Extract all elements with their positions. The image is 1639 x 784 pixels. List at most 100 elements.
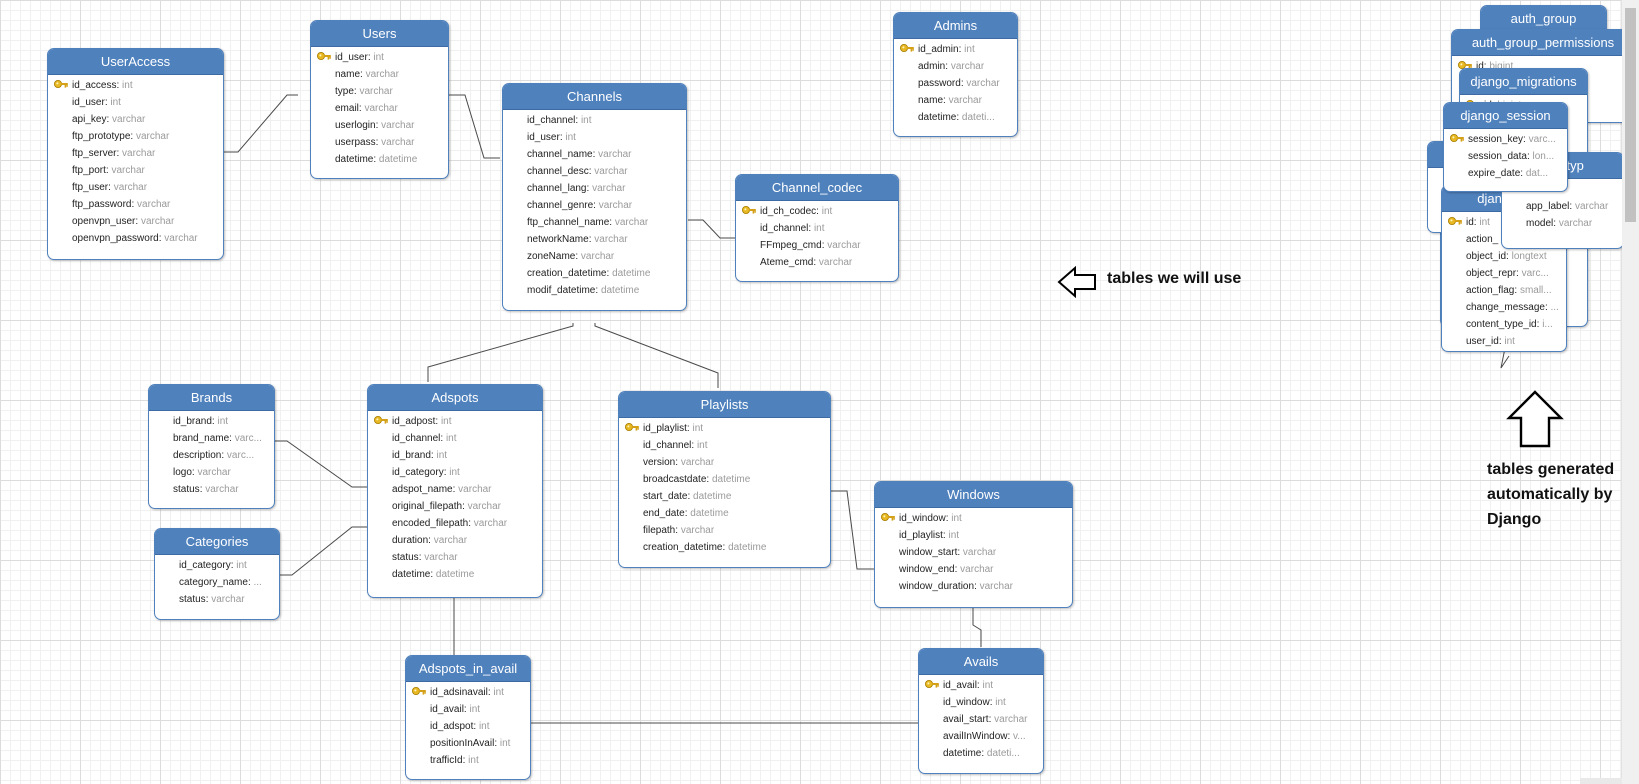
field-row[interactable]: name: varchar — [894, 92, 1017, 109]
field-row[interactable]: content_type_id: i... — [1442, 316, 1566, 333]
field-row[interactable]: id_avail: int — [406, 701, 530, 718]
field-row[interactable]: openvpn_user: varchar — [48, 213, 223, 230]
field-row[interactable]: datetime: dateti... — [894, 109, 1017, 126]
field-row[interactable]: positionInAvail: int — [406, 735, 530, 752]
field-row[interactable]: ftp_user: varchar — [48, 179, 223, 196]
field-row[interactable]: id_user: int — [48, 94, 223, 111]
field-row[interactable]: duration: varchar — [368, 532, 542, 549]
field-row[interactable]: id_playlist: int — [619, 420, 830, 437]
field-row[interactable]: window_end: varchar — [875, 561, 1072, 578]
field-row[interactable]: action_flag: small... — [1442, 282, 1566, 299]
field-row[interactable]: availInWindow: v... — [919, 728, 1043, 745]
field-row[interactable]: id_adsinavail: int — [406, 684, 530, 701]
field-row[interactable]: ftp_server: varchar — [48, 145, 223, 162]
field-row[interactable]: change_message: ... — [1442, 299, 1566, 316]
field-row[interactable]: object_repr: varc... — [1442, 265, 1566, 282]
field-row[interactable]: version: varchar — [619, 454, 830, 471]
field-row[interactable]: userlogin: varchar — [311, 117, 448, 134]
field-row[interactable]: datetime: dateti... — [919, 745, 1043, 762]
field-row[interactable]: id_adpost: int — [368, 413, 542, 430]
field-row[interactable]: channel_name: varchar — [503, 146, 686, 163]
field-row[interactable]: category_name: ... — [155, 574, 279, 591]
field-row[interactable]: id_brand: int — [149, 413, 274, 430]
field-row[interactable]: id_user: int — [311, 49, 448, 66]
field-row[interactable]: status: varchar — [368, 549, 542, 566]
field-row[interactable]: session_data: lon... — [1444, 148, 1567, 165]
field-row[interactable]: channel_desc: varchar — [503, 163, 686, 180]
field-row[interactable]: id_channel: int — [368, 430, 542, 447]
field-row[interactable]: id: int — [1442, 214, 1566, 231]
scrollbar-thumb[interactable] — [1625, 8, 1636, 222]
field-row[interactable]: channel_lang: varchar — [503, 180, 686, 197]
field-row[interactable]: id_user: int — [503, 129, 686, 146]
field-row[interactable]: original_filepath: varchar — [368, 498, 542, 515]
field-row[interactable]: description: varc... — [149, 447, 274, 464]
field-row[interactable]: ftp_port: varchar — [48, 162, 223, 179]
field-row[interactable]: avail_start: varchar — [919, 711, 1043, 728]
field-row[interactable]: email: varchar — [311, 100, 448, 117]
field-row[interactable]: id_category: int — [155, 557, 279, 574]
field-row[interactable]: id_ch_codec: int — [736, 203, 898, 220]
field-row[interactable]: datetime: datetime — [368, 566, 542, 583]
field-row[interactable]: id_access: int — [48, 77, 223, 94]
field-row[interactable]: session_key: varc... — [1444, 131, 1567, 148]
field-row[interactable]: status: varchar — [155, 591, 279, 608]
field-row[interactable]: userpass: varchar — [311, 134, 448, 151]
field-row[interactable]: name: varchar — [311, 66, 448, 83]
field-row[interactable]: admin: varchar — [894, 58, 1017, 75]
field-row[interactable]: object_id: longtext — [1442, 248, 1566, 265]
field-row[interactable]: expire_date: dat... — [1444, 165, 1567, 182]
field-row[interactable]: app_label: varchar — [1502, 198, 1622, 215]
field-row[interactable]: id_adspot: int — [406, 718, 530, 735]
field-row[interactable]: openvpn_password: varchar — [48, 230, 223, 247]
vertical-scrollbar[interactable] — [1621, 0, 1639, 784]
field-row[interactable]: filepath: varchar — [619, 522, 830, 539]
field-row[interactable]: id: bigint — [1452, 58, 1622, 75]
field-row[interactable]: model: varchar — [1502, 215, 1622, 232]
field-row[interactable]: type: varchar — [311, 83, 448, 100]
field-row[interactable]: FFmpeg_cmd: varchar — [736, 237, 898, 254]
field-row[interactable]: start_date: datetime — [619, 488, 830, 505]
field-row[interactable]: networkName: varchar — [503, 231, 686, 248]
field-row[interactable]: id_channel: int — [619, 437, 830, 454]
field-row[interactable]: id_window: int — [919, 694, 1043, 711]
field-row[interactable]: ftp_prototype: varchar — [48, 128, 223, 145]
field-row[interactable]: modif_datetime: datetime — [503, 282, 686, 299]
field-row[interactable]: brand_name: varc... — [149, 430, 274, 447]
field-row[interactable]: Ateme_cmd: varchar — [736, 254, 898, 271]
field-row[interactable]: user_id: int — [1442, 333, 1566, 350]
field-row[interactable]: channel_genre: varchar — [503, 197, 686, 214]
field-row[interactable]: creation_datetime: datetime — [503, 265, 686, 282]
field-row[interactable]: trafficId: int — [406, 752, 530, 769]
field-row[interactable]: creation_datetime: datetime — [619, 539, 830, 556]
field-row[interactable]: adspot_name: varchar — [368, 481, 542, 498]
field-row[interactable]: id_playlist: int — [875, 527, 1072, 544]
field-row[interactable]: end_date: datetime — [619, 505, 830, 522]
field-row[interactable]: window_start: varchar — [875, 544, 1072, 561]
field-row[interactable]: id_channel: int — [736, 220, 898, 237]
field-row[interactable]: status: varchar — [149, 481, 274, 498]
field-row[interactable]: broadcastdate: datetime — [619, 471, 830, 488]
field-row[interactable]: id_window: int — [875, 510, 1072, 527]
field-row[interactable]: id_admin: int — [894, 41, 1017, 58]
field-row[interactable]: id_channel: int — [503, 112, 686, 129]
field-row[interactable]: window_duration: varchar — [875, 578, 1072, 595]
field-row[interactable]: ftp_password: varchar — [48, 196, 223, 213]
field-row[interactable]: id_brand: int — [368, 447, 542, 464]
field-row[interactable]: datetime: datetime — [311, 151, 448, 168]
field-row[interactable]: id_category: int — [368, 464, 542, 481]
field-row[interactable]: id_avail: int — [919, 677, 1043, 694]
field-row[interactable]: action_ — [1442, 231, 1566, 248]
